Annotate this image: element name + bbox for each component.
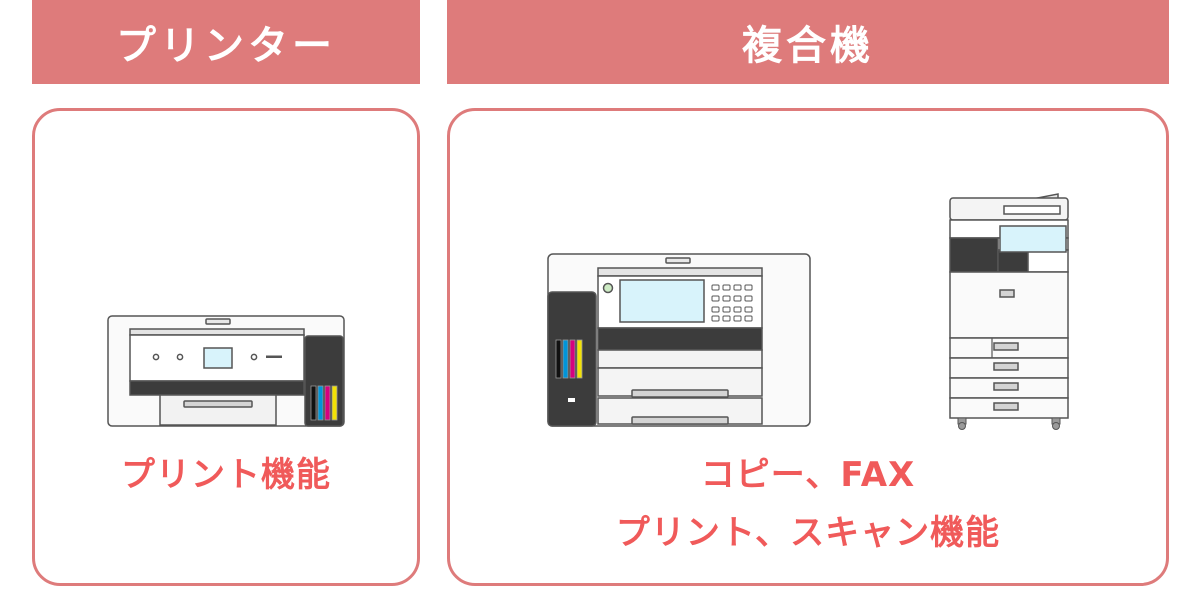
printer-feature-text: プリント機能 (35, 446, 417, 504)
mfp-feature-line1: コピー、FAX (700, 455, 916, 495)
printer-header: プリンター (32, 0, 420, 84)
mfp-feature-line2: プリント、スキャン機能 (615, 513, 1001, 553)
office-copier-icon (949, 193, 1069, 430)
mfp-title: 複合機 (742, 23, 874, 69)
inkjet-printer-icon (107, 315, 345, 427)
mfp-feature-text: コピー、FAX プリント、スキャン機能 (450, 446, 1166, 562)
mfp-header: 複合機 (447, 0, 1169, 84)
inkjet-mfp-icon (547, 253, 811, 427)
printer-title: プリンター (116, 23, 336, 69)
printer-feature-label: プリント機能 (121, 455, 331, 495)
